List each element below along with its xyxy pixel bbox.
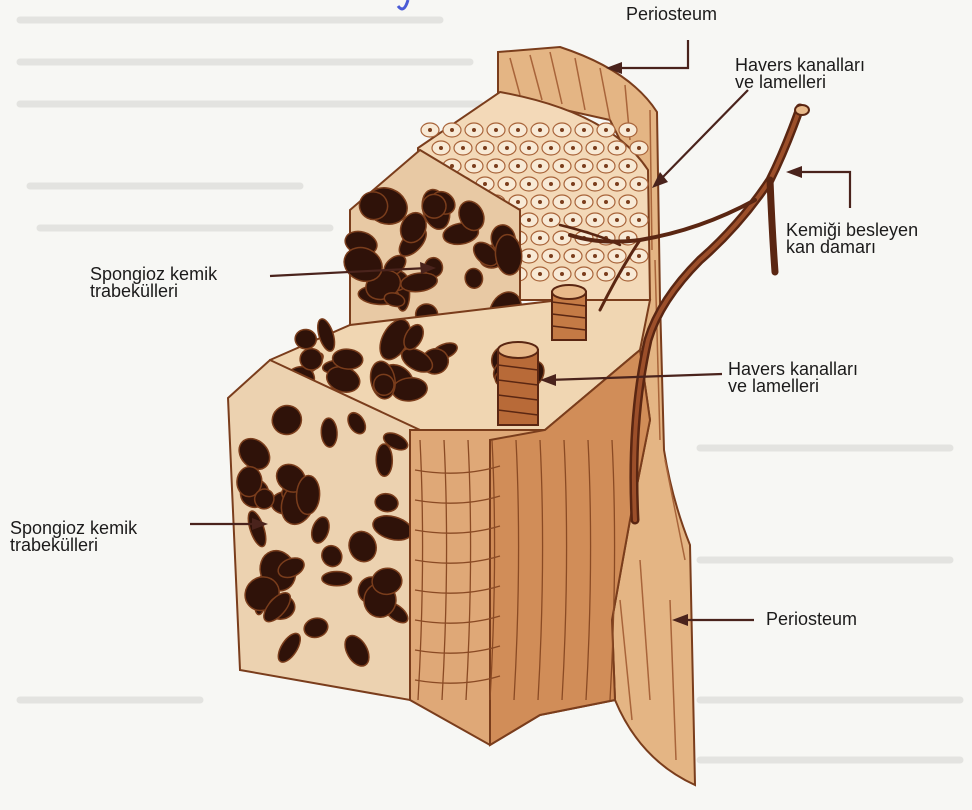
- haversian-canal: [593, 182, 597, 186]
- haversian-canal: [637, 182, 641, 186]
- haversian-canal: [483, 146, 487, 150]
- haversian-canal: [450, 128, 454, 132]
- label-periosteum-bottom: Periosteum: [766, 611, 857, 628]
- haversian-canal: [571, 182, 575, 186]
- label-periosteum-top: Periosteum: [626, 6, 717, 23]
- haversian-canal: [626, 164, 630, 168]
- haversian-canal: [560, 128, 564, 132]
- haversian-canal: [472, 128, 476, 132]
- haversian-canal: [549, 218, 553, 222]
- pen-mark: [398, 0, 408, 9]
- haversian-canal: [527, 146, 531, 150]
- haversian-canal: [582, 128, 586, 132]
- haversian-canal: [538, 128, 542, 132]
- haversian-canal: [472, 164, 476, 168]
- haversian-canal: [538, 272, 542, 276]
- haversian-canal: [560, 200, 564, 204]
- haversian-canal: [615, 182, 619, 186]
- haversian-canal: [571, 254, 575, 258]
- haversian-canal: [593, 218, 597, 222]
- haversian-canal: [615, 254, 619, 258]
- haversian-canal: [516, 128, 520, 132]
- leader-havers-top: [660, 90, 748, 180]
- label-havers-mid: Havers kanalları ve lamelleri: [728, 361, 858, 395]
- haversian-canal: [549, 254, 553, 258]
- haversian-canal: [461, 146, 465, 150]
- haversian-canal: [593, 254, 597, 258]
- haversian-canal: [626, 128, 630, 132]
- haversian-canal: [604, 272, 608, 276]
- haversian-canal: [516, 164, 520, 168]
- haversian-canal: [439, 146, 443, 150]
- haversian-canal: [538, 164, 542, 168]
- haversian-canal: [604, 200, 608, 204]
- haversian-canal: [626, 200, 630, 204]
- haversian-canal: [582, 164, 586, 168]
- label-spongy-upper: Spongioz kemik trabekülleri: [90, 266, 217, 300]
- haversian-canal: [516, 200, 520, 204]
- trabecular-cavity: [322, 571, 352, 585]
- haversian-canal: [560, 236, 564, 240]
- haversian-canal: [527, 218, 531, 222]
- haversian-canal: [494, 164, 498, 168]
- haversian-canal: [549, 146, 553, 150]
- haversian-canal: [527, 182, 531, 186]
- haversian-canal: [593, 146, 597, 150]
- haversian-canal: [615, 218, 619, 222]
- haversian-canal: [637, 146, 641, 150]
- haversian-canal: [538, 236, 542, 240]
- label-spongy-lower: Spongioz kemik trabekülleri: [10, 520, 137, 554]
- haversian-canal: [560, 164, 564, 168]
- haversian-canal: [428, 128, 432, 132]
- leader-periosteum-top: [612, 40, 688, 68]
- haversian-canal: [604, 128, 608, 132]
- label-havers-top: Havers kanalları ve lamelleri: [735, 57, 865, 91]
- haversian-canal: [538, 200, 542, 204]
- label-vessel: Kemiği besleyen kan damarı: [786, 222, 918, 256]
- haversian-canal: [505, 182, 509, 186]
- haversian-canal: [527, 254, 531, 258]
- arrow-vessel: [786, 166, 802, 178]
- haversian-canal: [637, 218, 641, 222]
- haversian-canal: [582, 200, 586, 204]
- haversian-canal: [560, 272, 564, 276]
- haversian-canal: [549, 182, 553, 186]
- trabecular-cavity: [294, 329, 317, 350]
- haversian-canal: [604, 164, 608, 168]
- haversian-canal: [571, 146, 575, 150]
- haversian-canal: [483, 182, 487, 186]
- haversian-canal: [494, 128, 498, 132]
- haversian-canal: [505, 146, 509, 150]
- haversian-canal: [571, 218, 575, 222]
- haversian-canal: [615, 146, 619, 150]
- haversian-canal: [582, 272, 586, 276]
- haversian-canal: [626, 272, 630, 276]
- trabecular-cavity: [376, 444, 393, 476]
- haversian-canal: [637, 254, 641, 258]
